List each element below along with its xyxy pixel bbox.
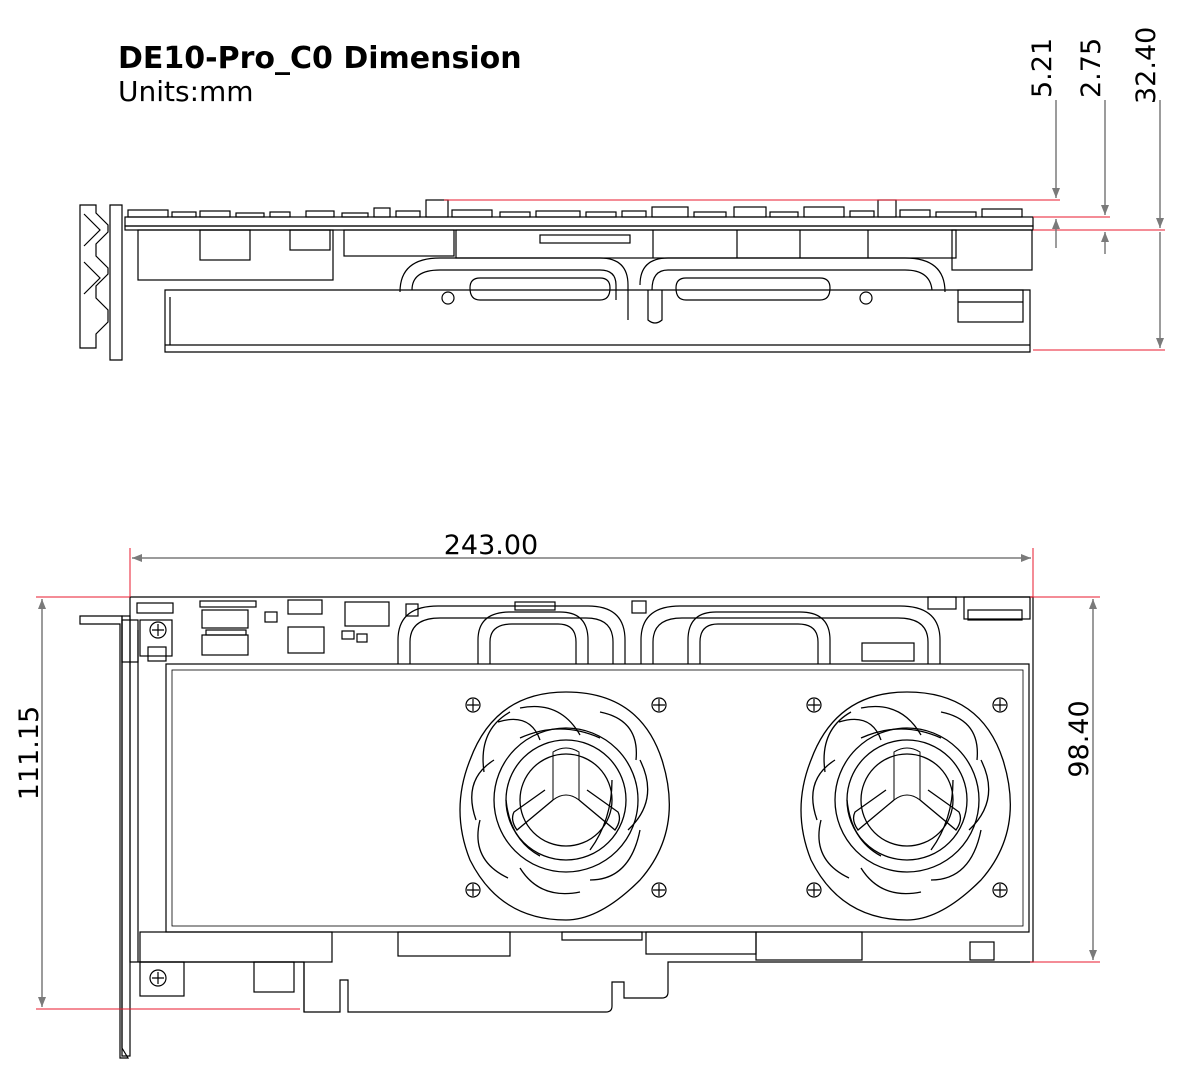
top-bottom-parts (139, 931, 995, 997)
dim-5-21: 5.21 (1027, 38, 1058, 98)
side-view (79, 199, 1034, 361)
top-view (79, 596, 1034, 1059)
dim-111-15: 111.15 (14, 706, 45, 800)
side-dimensions: 5.21 2.75 32.40 (444, 27, 1165, 351)
top-dimensions: 243.00 111.15 98.40 (14, 530, 1100, 1010)
fan-left (459, 691, 670, 921)
side-pcb (124, 216, 1034, 227)
drawing-units: Units:mm (118, 75, 254, 108)
side-components (127, 199, 1023, 218)
dim-32-40: 32.40 (1131, 27, 1162, 104)
top-heatpipes (397, 601, 941, 664)
dim-243-00: 243.00 (444, 530, 538, 561)
top-bracket (79, 615, 130, 1059)
top-pcb (129, 596, 1034, 1013)
side-heatsink (164, 289, 1031, 353)
screw-icon (149, 621, 1008, 987)
dim-2-75: 2.75 (1076, 38, 1107, 98)
fan-right (800, 691, 1011, 921)
side-bottom-parts (137, 229, 1033, 281)
title-block: DE10-Pro_C0 Dimension Units:mm (118, 44, 522, 106)
drawing-title: DE10-Pro_C0 Dimension (118, 41, 522, 76)
dim-98-40: 98.40 (1064, 700, 1095, 777)
side-heatpipes (399, 257, 946, 324)
top-components (136, 596, 1031, 662)
side-bracket (79, 204, 109, 349)
